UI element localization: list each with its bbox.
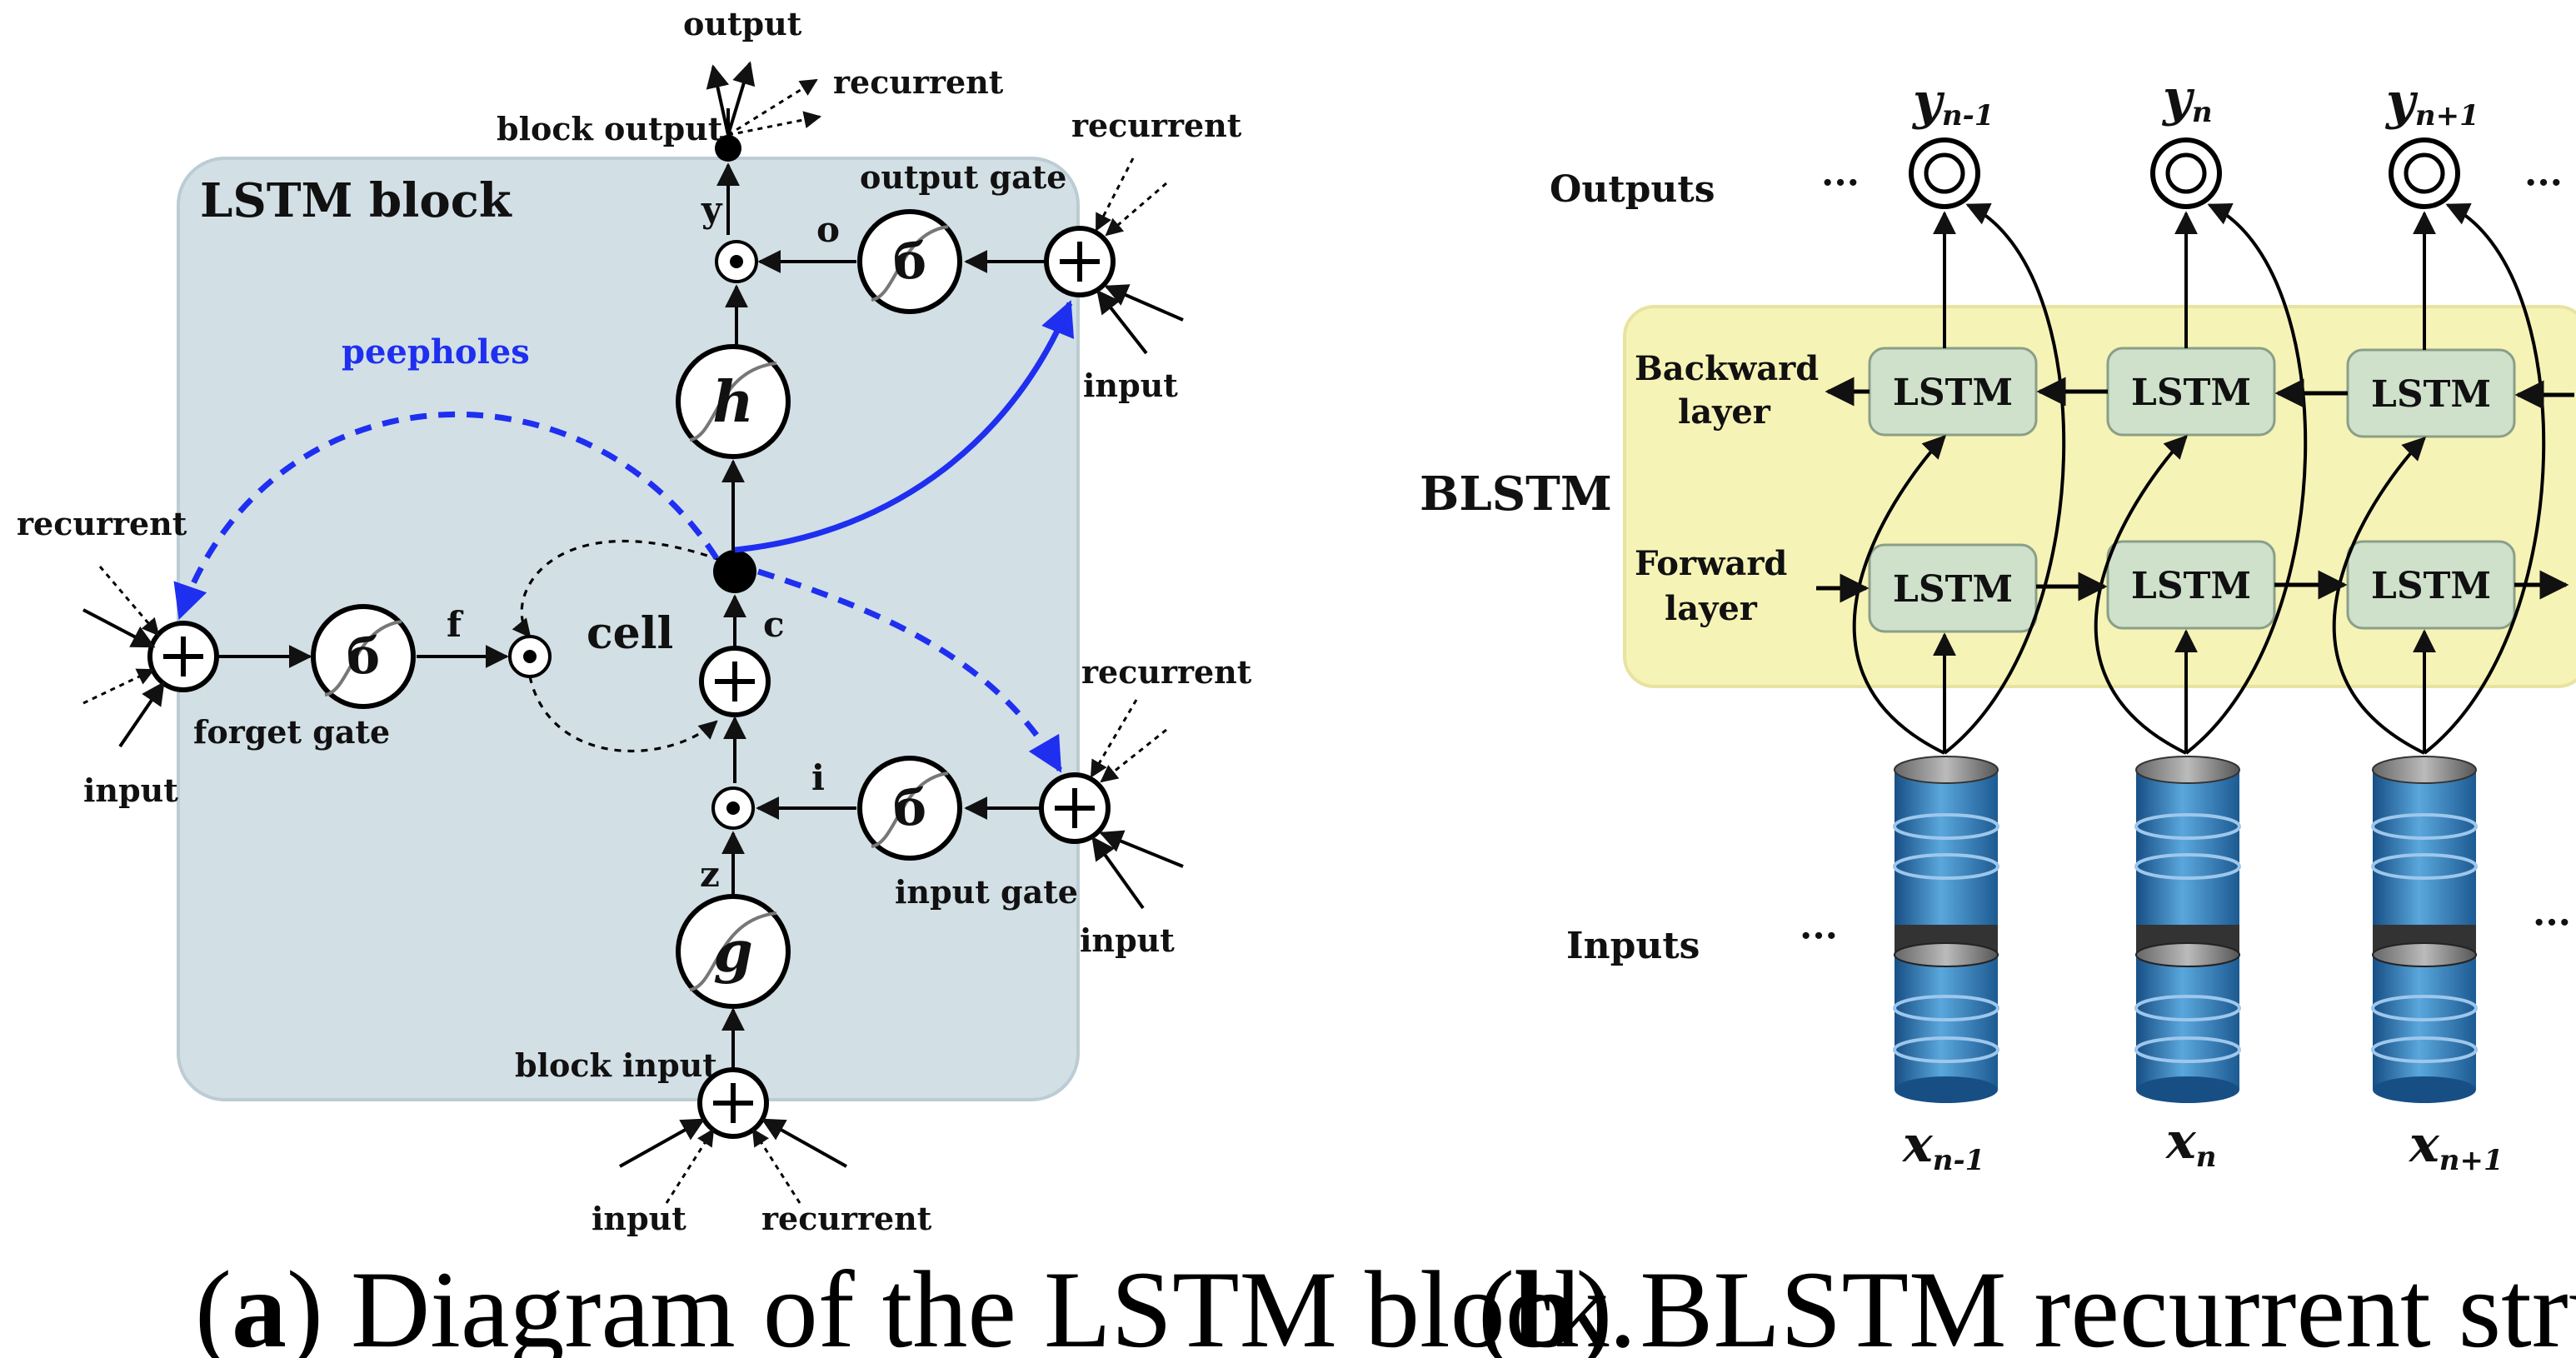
output-label-n: yn (2161, 69, 2213, 129)
z-label: z (700, 854, 720, 895)
block-output-node (715, 135, 741, 162)
i-label: i (811, 757, 825, 798)
outputs-ellipsis-left: ··· (1821, 162, 1860, 204)
peephole-to-output-gate (734, 300, 1075, 553)
g-label: g (713, 919, 753, 986)
svg-text:LSTM: LSTM (1893, 568, 2013, 611)
f-label: f (447, 604, 464, 645)
blstm-diagram: Outputs Inputs BLSTM Backward layer Forw… (1420, 69, 2576, 1358)
y-label: y (701, 189, 723, 230)
forget-input-label: input (83, 771, 178, 809)
forward-label-2: layer (1665, 589, 1758, 628)
block-output-label: block output (497, 110, 723, 147)
output-gate-sigmoid (857, 209, 962, 314)
c-label: c (763, 604, 785, 645)
output-label-n-plus-1: yn+1 (2384, 72, 2479, 132)
input-gate-label: input gate (895, 873, 1078, 911)
peephole-to-forget-gate (173, 411, 719, 620)
block-input-label: block input (515, 1046, 717, 1084)
input-gate-sigmoid (857, 756, 962, 861)
backward-label-1: Backward (1635, 349, 1819, 388)
outputs-label: Outputs (1550, 168, 1715, 211)
svg-text:б: б (893, 232, 926, 291)
output-gate-label: output gate (860, 158, 1066, 196)
lstm-block-title: LSTM block (200, 173, 512, 228)
svg-text:б: б (347, 627, 380, 686)
blstm-column-n-plus-1: yn+1 LSTM LSTM xn+1 (2332, 72, 2546, 1177)
top-recurrent-label: recurrent (833, 63, 1004, 101)
o-label: o (816, 209, 840, 250)
svg-text:б: б (893, 779, 926, 837)
input-gate-recurrent-label: recurrent (1081, 653, 1252, 691)
output-gate-recurrent-label: recurrent (1071, 107, 1242, 144)
cell-label: cell (587, 608, 673, 659)
output-label-n-minus-1: yn-1 (1911, 72, 1994, 132)
caption-b: (b) BLSTM recurrent structure diagram. (1478, 1248, 2576, 1358)
input-label-n: xn (2164, 1112, 2217, 1174)
caption-a: (a) Diagram of the LSTM block. (195, 1248, 1636, 1358)
bottom-input-label: input (592, 1200, 686, 1237)
svg-text:LSTM: LSTM (2371, 565, 2491, 607)
forget-recurrent-label: recurrent (17, 505, 187, 542)
peepholes-label: peepholes (342, 332, 530, 372)
svg-text:LSTM: LSTM (2371, 373, 2491, 416)
blstm-label: BLSTM (1420, 467, 1612, 522)
h-label: h (712, 369, 753, 436)
peephole-to-input-gate (756, 568, 1063, 773)
svg-text:LSTM: LSTM (2131, 565, 2251, 607)
forward-label-1: Forward (1635, 544, 1787, 583)
inputs-ellipsis-left: ··· (1800, 915, 1838, 957)
svg-text:LSTM: LSTM (2131, 372, 2251, 414)
forget-gate-sigmoid (311, 604, 416, 709)
cell-state-node (713, 550, 756, 593)
lstm-block-diagram: LSTM block output recurrent block output… (17, 5, 1636, 1358)
blstm-column-n: yn LSTM LSTM xn (2094, 69, 2308, 1174)
backward-label-2: layer (1678, 392, 1771, 432)
blstm-column-n-minus-1: yn-1 LSTM LSTM xn-1 (1852, 72, 2066, 1177)
input-label-n-plus-1: xn+1 (2408, 1116, 2504, 1177)
outputs-ellipsis-right: ··· (2524, 162, 2563, 204)
top-output-label: output (683, 5, 802, 42)
input-label-n-minus-1: xn-1 (1901, 1116, 1984, 1177)
forget-gate-label: forget gate (193, 713, 390, 751)
output-gate-input-label: input (1083, 367, 1178, 404)
inputs-label: Inputs (1566, 925, 1700, 967)
svg-text:LSTM: LSTM (1893, 372, 2013, 414)
inputs-ellipsis-right: ··· (2533, 901, 2571, 944)
bottom-recurrent-label: recurrent (761, 1200, 932, 1237)
input-gate-input-label: input (1080, 921, 1175, 959)
